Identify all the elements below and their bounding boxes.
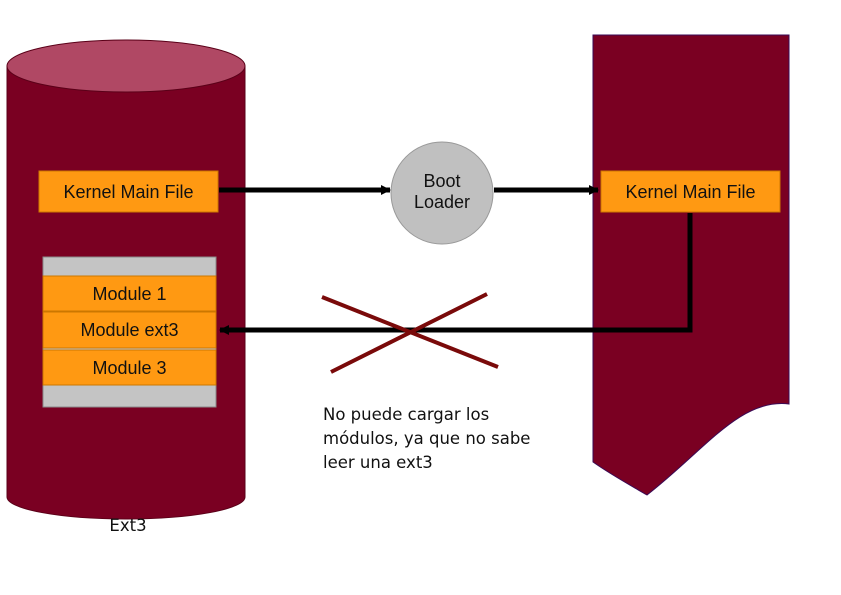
module-label: Module ext3 <box>80 320 178 340</box>
memory-kernel-label: Kernel Main File <box>625 182 755 202</box>
boot-loader: Boot Loader <box>390 141 494 245</box>
module-label: Module 3 <box>92 358 166 378</box>
arrow-memory-to-module <box>219 213 693 335</box>
disk-kernel-box: Kernel Main File <box>38 170 219 213</box>
module-label: Module 1 <box>92 284 166 304</box>
note-line: módulos, ya que no sabe <box>323 429 530 448</box>
note-line: No puede cargar los <box>323 405 489 424</box>
failure-note: No puede cargar los módulos, ya que no s… <box>323 405 530 472</box>
module-item-3: Module 3 <box>42 349 217 386</box>
disk-kernel-label: Kernel Main File <box>63 182 193 202</box>
failure-cross <box>321 292 499 374</box>
module-list: Module 1 Module ext3 Module 3 <box>42 256 217 408</box>
note-line: leer una ext3 <box>323 453 433 472</box>
boot-loader-line2: Loader <box>414 192 470 212</box>
disk-caption: Ext3 <box>109 516 146 535</box>
memory-kernel-box: Kernel Main File <box>600 170 781 213</box>
module-item-ext3: Module ext3 <box>42 311 217 349</box>
boot-loader-line1: Boot <box>423 171 460 191</box>
module-item-1: Module 1 <box>42 275 217 312</box>
